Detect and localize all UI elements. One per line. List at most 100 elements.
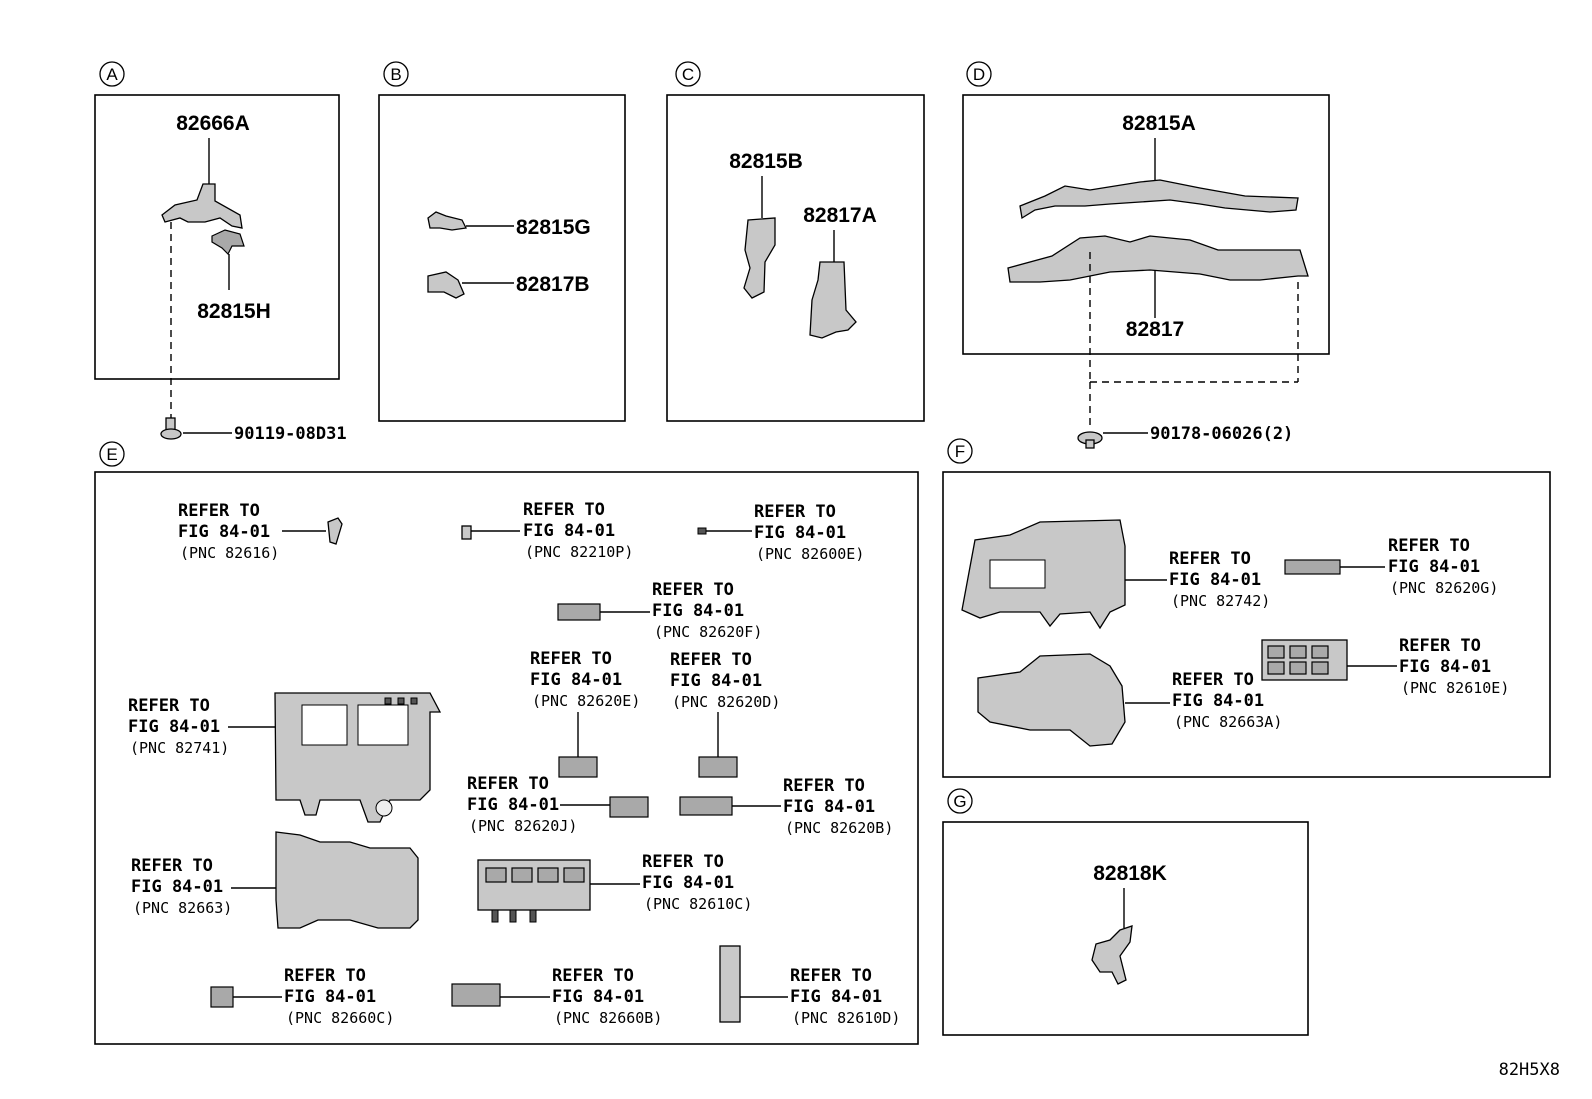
section-d: D 82815A 82817 90178-06026(2): [962, 61, 1330, 449]
bracket-82817a-drawing: [809, 261, 857, 339]
section-b-marker: [383, 61, 409, 87]
ref-block-82742: REFER TO FIG 84-01 (PNC 82742): [961, 519, 1270, 630]
section-c: C 82815B 82817A: [666, 61, 925, 422]
ref-line2: FIG 84-01: [670, 671, 762, 691]
ref-line2: FIG 84-01: [128, 717, 220, 737]
section-b-frame: [378, 94, 626, 422]
part-drawing-82616: [327, 517, 343, 545]
section-a: A 82666A 82815H 90119-08D31: [94, 61, 347, 444]
clip-90178-drawing: [1077, 431, 1103, 449]
part-drawing-82663a: [977, 653, 1126, 747]
ref-block-82620f: REFER TO FIG 84-01 (PNC 82620F): [557, 580, 762, 641]
fastener-label-90119-08d31: 90119-08D31: [234, 424, 347, 444]
ref-block-82620e: REFER TO FIG 84-01 (PNC 82620E): [530, 649, 640, 778]
ref-line2: FIG 84-01: [131, 877, 223, 897]
ref-line1: REFER TO: [128, 696, 210, 716]
section-e-frame: [94, 471, 919, 1045]
part-label-82815g: 82815G: [516, 216, 591, 239]
section-b-letter: B: [390, 65, 401, 84]
part-drawing-82610d: [719, 945, 741, 1023]
section-a-letter: A: [106, 65, 118, 84]
ref-pnc: (PNC 82610D): [792, 1009, 900, 1027]
ref-line2: FIG 84-01: [1399, 657, 1491, 677]
ref-block-82620j: REFER TO FIG 84-01 (PNC 82620J): [467, 774, 649, 835]
ref-pnc: (PNC 82620E): [532, 692, 640, 710]
part-label-82817: 82817: [1126, 318, 1184, 341]
ref-line2: FIG 84-01: [783, 797, 875, 817]
ref-line2: FIG 84-01: [284, 987, 376, 1007]
ref-line1: REFER TO: [523, 500, 605, 520]
ref-block-82610c: REFER TO FIG 84-01 (PNC 82610C): [477, 852, 752, 923]
bracket-82666a-drawing: [161, 183, 245, 256]
section-d-marker: [966, 61, 992, 87]
ref-line1: REFER TO: [552, 966, 634, 986]
section-f: F REFER TO FIG 84-01 (PNC 82742) REFER T…: [942, 438, 1551, 778]
clip-82815g-drawing: [427, 211, 467, 231]
ref-pnc: (PNC 82620J): [469, 817, 577, 835]
part-label-82815a: 82815A: [1122, 112, 1196, 135]
part-drawing-82620d: [698, 756, 738, 778]
ref-line2: FIG 84-01: [552, 987, 644, 1007]
ref-pnc: (PNC 82620B): [785, 819, 893, 837]
section-e-marker: [99, 441, 125, 467]
fastener-label-90178-06026: 90178-06026(2): [1150, 424, 1293, 444]
ref-line2: FIG 84-01: [652, 601, 744, 621]
bracket-82818k-drawing: [1091, 925, 1133, 985]
section-g: G 82818K: [942, 788, 1309, 1036]
part-label-82817b: 82817B: [516, 273, 590, 296]
section-a-frame: [94, 94, 340, 380]
ref-line1: REFER TO: [1172, 670, 1254, 690]
ref-block-82660b: REFER TO FIG 84-01 (PNC 82660B): [451, 966, 662, 1027]
ref-line2: FIG 84-01: [1388, 557, 1480, 577]
part-drawing-82741: [274, 692, 442, 823]
ref-pnc: (PNC 82210P): [525, 543, 633, 561]
part-drawing-82660b: [451, 983, 501, 1007]
bracket-82815b-drawing: [743, 217, 776, 299]
ref-pnc: (PNC 82663A): [1174, 713, 1282, 731]
part-drawing-82620j: [609, 796, 649, 818]
section-c-marker: [675, 61, 701, 87]
ref-block-82741: REFER TO FIG 84-01 (PNC 82741): [128, 692, 442, 823]
part-drawing-82620f: [557, 603, 601, 621]
ref-line1: REFER TO: [131, 856, 213, 876]
ref-line2: FIG 84-01: [642, 873, 734, 893]
ref-line1: REFER TO: [1399, 636, 1481, 656]
part-label-82815h: 82815H: [197, 300, 271, 323]
part-drawing-detail: [989, 559, 1046, 589]
ref-pnc: (PNC 82620G): [1390, 579, 1498, 597]
ref-block-82620d: REFER TO FIG 84-01 (PNC 82620D): [670, 650, 780, 778]
section-e-letter: E: [106, 445, 117, 464]
part-drawing-82610c: [477, 859, 591, 923]
ref-pnc: (PNC 82660B): [554, 1009, 662, 1027]
part-label-82817a: 82817A: [803, 204, 877, 227]
ref-line1: REFER TO: [1388, 536, 1470, 556]
ref-pnc: (PNC 82620F): [654, 623, 762, 641]
ref-line1: REFER TO: [467, 774, 549, 794]
ref-pnc: (PNC 82742): [1171, 592, 1270, 610]
section-c-frame: [666, 94, 925, 422]
part-drawing-82610e: [1261, 639, 1348, 681]
ref-pnc: (PNC 82663): [133, 899, 232, 917]
ref-line2: FIG 84-01: [467, 795, 559, 815]
ref-block-82620g: REFER TO FIG 84-01 (PNC 82620G): [1284, 536, 1498, 597]
ref-block-82600e: REFER TO FIG 84-01 (PNC 82600E): [697, 502, 864, 563]
section-g-marker: [947, 788, 973, 814]
ref-line1: REFER TO: [530, 649, 612, 669]
diagram-code: 82H5X8: [1499, 1060, 1560, 1080]
section-b: B 82815G 82817B: [378, 61, 626, 422]
ref-block-82610d: REFER TO FIG 84-01 (PNC 82610D): [719, 945, 900, 1027]
ref-line1: REFER TO: [1169, 549, 1251, 569]
ref-line2: FIG 84-01: [790, 987, 882, 1007]
section-g-letter: G: [953, 792, 966, 811]
ref-pnc: (PNC 82660C): [286, 1009, 394, 1027]
ref-line2: FIG 84-01: [178, 522, 270, 542]
part-label-82815b: 82815B: [729, 150, 803, 173]
section-e: E REFER TO FIG 84-01 (PNC 82616) REFER T…: [94, 441, 919, 1045]
ref-line1: REFER TO: [178, 501, 260, 521]
part-drawing-82620e: [558, 756, 598, 778]
bracket-82817-drawing: [1007, 235, 1309, 283]
ref-line2: FIG 84-01: [530, 670, 622, 690]
ref-line2: FIG 84-01: [1169, 570, 1261, 590]
ref-line1: REFER TO: [670, 650, 752, 670]
